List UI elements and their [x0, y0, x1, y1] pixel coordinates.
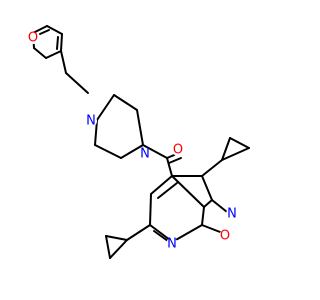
isoxazole-nitrogen-label: N: [227, 207, 237, 222]
molecule-structure: O N N O N N O: [27, 25, 250, 259]
cyclopropyl-lower: [105, 224, 151, 259]
carbonyl-oxygen-label: O: [173, 143, 183, 158]
isoxazole-oxygen-label: O: [220, 229, 230, 244]
methylene-linker: [60, 50, 89, 94]
pyridine-nitrogen-label: N: [167, 237, 177, 252]
piperazine-nitrogen-1-label: N: [86, 114, 96, 129]
furan-oxygen-label: O: [28, 31, 38, 46]
fused-heterocycle: [149, 175, 228, 245]
piperazine-nitrogen-2-label: N: [140, 147, 150, 162]
cyclopropyl-upper: [201, 137, 250, 177]
piperazine-ring: [94, 94, 144, 159]
atom-labels: O N N O N N O: [27, 31, 238, 252]
